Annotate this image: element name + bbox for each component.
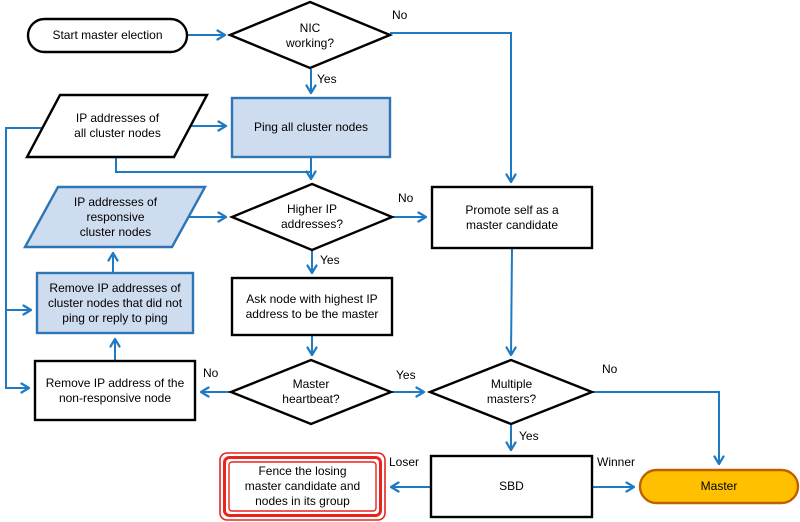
sbd-process-shape [429,454,594,519]
edge-label-sbd-loser: Loser [389,455,420,469]
ping-all-process-shape [230,96,392,159]
edge-ipall-feedback-to-remove-node [5,127,43,394]
multiple-masters-decision-shape [426,358,596,426]
edge-label-multiple-no: No [602,362,618,376]
edge-label-heartbeat-yes: Yes [396,368,416,382]
edge-label-nic-yes: Yes [317,72,337,86]
remove-list-process-shape [35,271,195,335]
higher-ip-decision-shape [228,182,396,252]
heartbeat-decision-shape [227,358,395,426]
edge-label-higher-no: No [398,191,414,205]
edge-promote-to-multiple [505,247,517,357]
ip-all-data-shape [25,93,209,159]
edge-label-sbd-winner: Winner [597,455,636,469]
edge-nic-no-to-promote [390,32,517,184]
ip-responsive-data-shape [22,185,208,249]
edge-label-heartbeat-no: No [203,366,219,380]
edge-label-higher-yes: Yes [320,253,340,267]
promote-process-shape [430,185,594,250]
nic-working-decision-shape [226,0,394,70]
edge-label-nic-no: No [392,8,408,22]
edge-ipall-merge [115,157,311,173]
ask-highest-process-shape [230,276,394,337]
fence-process-shape [219,452,386,521]
master-terminator-shape [638,468,800,505]
edge-label-multiple-yes: Yes [519,429,539,443]
remove-node-process-shape [33,359,197,422]
edge-multiple-no-to-master [592,391,725,466]
start-terminator-shape [26,17,189,54]
